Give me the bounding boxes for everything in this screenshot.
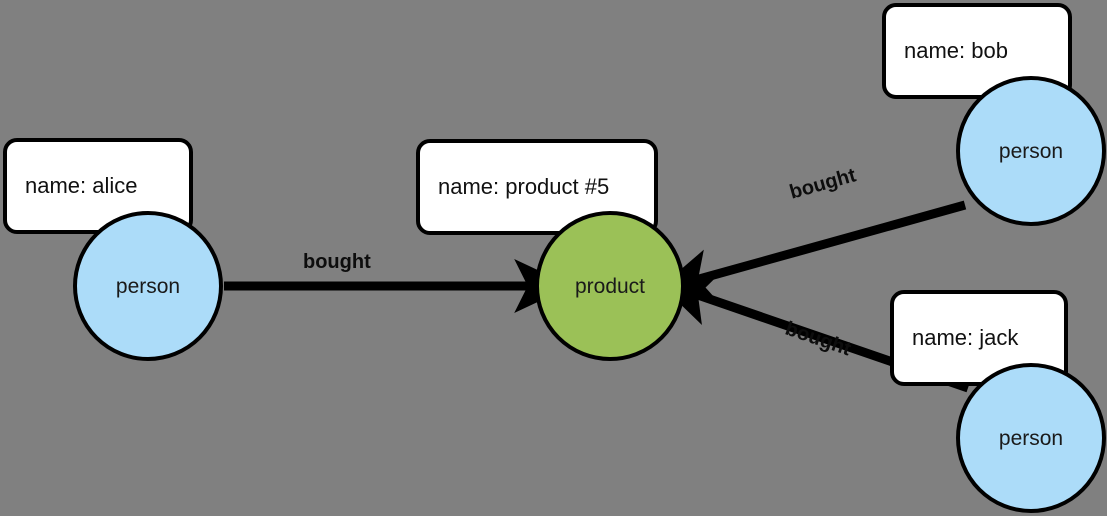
tooltip-product-text: name: product #5 [438, 174, 610, 199]
node-person-bob[interactable]: person [956, 76, 1106, 226]
node-label-bob: person [998, 139, 1064, 163]
edge-bob-product[interactable] [655, 200, 967, 302]
node-label-jack: person [998, 426, 1064, 450]
edge-label-alice-bought: bought [303, 251, 371, 273]
node-person-jack[interactable]: person [956, 363, 1106, 513]
tooltip-jack-text: name: jack [912, 325, 1019, 350]
node-label-product: product [574, 274, 646, 298]
node-person-alice[interactable]: person [73, 211, 223, 361]
node-product[interactable]: product [535, 211, 685, 361]
tooltip-alice-text: name: alice [25, 173, 138, 198]
tooltip-bob-text: name: bob [904, 38, 1008, 63]
node-label-alice: person [115, 274, 181, 298]
